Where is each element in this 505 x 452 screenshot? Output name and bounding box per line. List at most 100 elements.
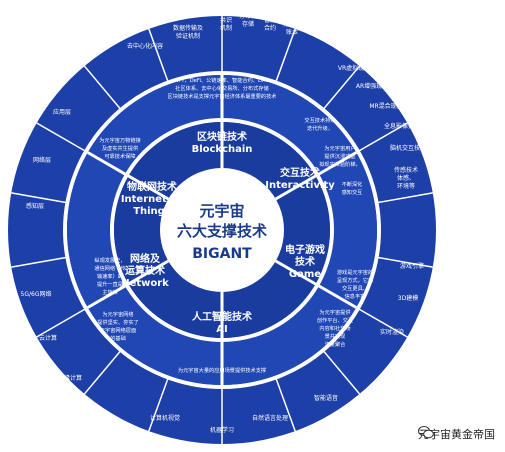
desc-network-a-4: 提升一直是	[97, 280, 123, 288]
outer-divider-15	[36, 122, 87, 153]
outer-item-dist-ledger-1: 分布式	[283, 20, 301, 28]
outer-item-5g: 5G/6G网络	[21, 290, 52, 298]
sector-blockchain-cn: 区块链技术	[197, 130, 247, 143]
desc-network-b-3: 元宇宙网络层面	[100, 326, 136, 334]
outer-item-dist-ledger-2: 账本	[286, 28, 298, 36]
outer-item-ml: 机器学习	[210, 426, 234, 434]
outer-item-smart-contract-1: 智能	[264, 16, 276, 24]
sector-network-en: Network	[121, 278, 169, 289]
outer-divider-16	[83, 65, 122, 111]
outer-divider-8	[274, 377, 296, 432]
sector-game-cn2: 技术	[295, 255, 315, 268]
sector-game-en: Game	[289, 269, 321, 280]
sector-separators	[11, 16, 433, 444]
desc-game-4: 信息丰富	[345, 292, 366, 300]
sector-game-cn1: 电子游戏	[285, 243, 325, 256]
outer-item-smart-contract-2: 合约	[264, 24, 276, 32]
desc-network-b-1: 为元宇宙网络	[102, 310, 133, 318]
sector-iot-cn: 物联网技术	[127, 180, 177, 193]
center-title-line2: 六大支撑技术	[177, 222, 267, 240]
sector-ai-cn: 人工智能技术	[192, 310, 252, 323]
outer-item-sensing-layer: 感知层	[26, 202, 44, 210]
wechat-icon	[418, 426, 434, 439]
outer-item-app-layer: 应用层	[53, 108, 71, 116]
outer-divider-2	[322, 65, 361, 111]
desc-game-b-3: 内容和社交场	[319, 324, 350, 332]
sector-separator-4	[87, 259, 170, 309]
desc-network-b-2: 提供坚实、夯实了	[97, 318, 139, 326]
desc-iot-3: 可靠技术保障	[104, 152, 135, 160]
center-circle	[160, 168, 284, 292]
outer-divider-10	[148, 377, 170, 432]
outer-item-consensus-2: 机制	[220, 24, 232, 32]
desc-blockchain-2: 社区体系、去中心化交易所、分布式存储	[175, 84, 268, 92]
outer-item-bci: 脑机交互技术	[390, 144, 426, 152]
desc-network-a-2: 通信网络（传	[94, 264, 125, 272]
outer-divider-6	[357, 307, 408, 338]
desc-interactivity-a-2: 迭代升级，	[307, 124, 333, 132]
desc-blockchain-1: NFT、DeFi、公链速率、智能合约、DAO	[175, 76, 270, 84]
desc-interactivity-b-3: 拟现实体验阶梯，	[319, 160, 361, 168]
outer-item-sensor-3: 环境等	[397, 182, 415, 190]
outer-item-data-transfer-2: 验证机制	[176, 32, 200, 40]
desc-game-2: 呈现方式，它的	[337, 276, 373, 284]
outer-item-edge: 边缘计算	[58, 374, 82, 382]
outer-item-vr: VR虚拟现实技术	[338, 64, 382, 72]
sector-separator-1	[274, 151, 357, 201]
desc-interactivity-b-1: 为元宇宙用户	[324, 144, 355, 152]
outer-divider-11	[83, 349, 122, 395]
desc-game-b-1: 为元宇宙提供	[319, 308, 350, 316]
outer-divider-3	[357, 122, 408, 153]
sector-network-cn1: 网络及	[130, 252, 161, 265]
outer-item-sensor-2: 体感、	[397, 174, 415, 182]
outer-divider-17	[148, 28, 170, 83]
outer-item-dist-storage-1: 分布式	[239, 12, 257, 20]
sector-separator-2	[274, 259, 357, 309]
desc-game-b-5: 流量聚合	[325, 340, 347, 348]
sector-interactivity-en: Interactivity	[265, 180, 335, 191]
watermark: 元宇宙黄金帝国	[418, 426, 495, 442]
center-title-line1: 元宇宙	[199, 202, 244, 220]
desc-interactivity-b-2: 提供沉浸式虚	[324, 152, 355, 160]
desc-game-1: 游戏是元宇宙的	[337, 268, 373, 276]
center-title-line3: BIGANT	[192, 246, 252, 262]
desc-interactivity-a-1: 交互技术持续	[304, 116, 335, 124]
sector-iot-en1: Internet Of	[121, 194, 184, 205]
outer-item-dist-storage-2: 存储	[242, 20, 254, 28]
desc-network-b-4: 的基础	[110, 334, 126, 342]
outer-item-cv: 计算机视觉	[150, 414, 180, 422]
desc-iot-1: 为元宇宙万物链接	[99, 136, 141, 144]
watermark-text: 元宇宙黄金帝国	[418, 428, 495, 441]
outer-item-data-transfer-1: 数据传输及	[173, 24, 203, 32]
outer-item-game-engine: 游戏引擎	[400, 262, 424, 270]
outer-divider-13	[11, 256, 68, 268]
sector-network-cn2: 运算技术	[125, 264, 165, 277]
outer-item-decentral-content: 去中心化内容	[127, 42, 163, 50]
desc-network-a-1: 纵观发展史，	[94, 256, 125, 264]
outer-item-realtime-render: 实时渲染	[380, 328, 404, 336]
desc-network-a-3: 输速率）的	[97, 272, 123, 280]
outer-item-consensus-1: 共识	[220, 16, 232, 24]
outer-item-3d-modeling: 3D建模	[398, 294, 418, 302]
outer-divider-14	[11, 192, 68, 204]
sector-interactivity-cn: 交互技术	[280, 166, 320, 179]
outer-item-sensor-1: 传感技术	[394, 166, 418, 174]
outer-divider-12	[36, 307, 87, 338]
outer-divider-5	[376, 256, 433, 268]
sector-iot-en2: Things	[133, 206, 171, 217]
outer-divider-1	[274, 28, 296, 83]
outer-item-voice: 智能语音	[314, 394, 338, 402]
desc-ai-1: 为元宇宙大量的应用场景提供技术支撑	[178, 366, 266, 374]
outer-divider-4	[376, 192, 433, 204]
desc-interactivity-c-2: 感知交互	[342, 188, 363, 196]
desc-network-a-5: 主旋律	[102, 288, 118, 296]
outer-item-mr: MR混合现实技术	[369, 102, 414, 110]
desc-game-b-2: 创作平台、交互	[317, 316, 353, 324]
sector-blockchain-en: Blockchain	[192, 144, 253, 155]
desc-game-3: 交互更具、	[342, 284, 368, 292]
desc-iot-2: 及虚实共生提供	[102, 144, 138, 152]
desc-blockchain-3: 区块链技术是支撑元宇宙经济体系最重要的技术	[168, 92, 277, 100]
sector-ai-en: AI	[216, 324, 227, 335]
